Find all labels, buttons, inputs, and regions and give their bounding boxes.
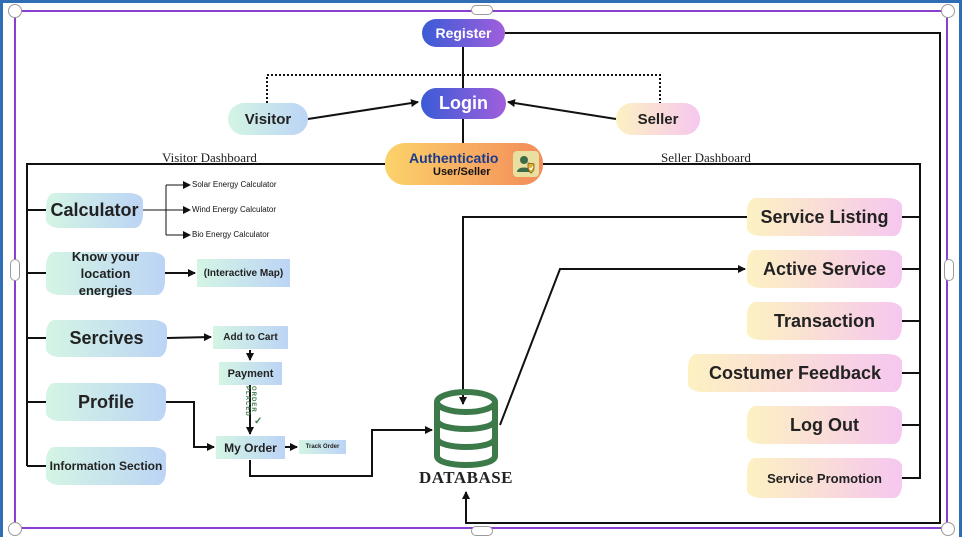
location-energies-node: Know your location energies (46, 249, 165, 298)
check-icon: ✓ (254, 416, 263, 427)
authentication-node: Authenticatio User/Seller (385, 143, 543, 185)
wind-calculator-label: Wind Energy Calculator (192, 205, 277, 214)
visitor-dashboard-label: Visitor Dashboard (162, 150, 257, 165)
resize-handle-left[interactable] (10, 259, 20, 281)
active-service-node: Active Service (747, 250, 902, 288)
payment-box: Payment (219, 362, 282, 385)
log-out-node: Log Out (747, 406, 902, 444)
interactive-map-box: (Interactive Map) (197, 259, 290, 287)
seller-node: Seller (616, 103, 700, 135)
register-node: Register (422, 19, 505, 47)
my-order-box: My Order (216, 436, 285, 459)
track-order-box: Track Order (299, 440, 346, 454)
order-placed-stamp: ORDER PLACED (244, 386, 256, 417)
service-promotion-node: Service Promotion (747, 458, 902, 498)
authentication-subtitle: User/Seller (433, 166, 491, 178)
profile-node: Profile (46, 383, 166, 421)
bio-calculator-label: Bio Energy Calculator (192, 230, 270, 239)
database-icon (432, 388, 500, 470)
visitor-node: Visitor (228, 103, 308, 135)
resize-handle-top-left[interactable] (8, 4, 22, 18)
customer-feedback-node: Costumer Feedback (688, 354, 902, 392)
service-listing-node: Service Listing (747, 198, 902, 236)
calculator-node: Calculator (46, 193, 143, 228)
authentication-title: Authenticatio (409, 150, 499, 166)
shield-user-icon (513, 151, 539, 177)
seller-dashboard-label: Seller Dashboard (661, 150, 751, 165)
resize-handle-bottom[interactable] (471, 526, 493, 536)
resize-handle-bottom-right[interactable] (941, 522, 955, 536)
resize-handle-top-right[interactable] (941, 4, 955, 18)
login-node: Login (421, 88, 506, 119)
information-section-node: Information Section (46, 447, 166, 485)
services-node: Sercives (46, 320, 167, 357)
resize-handle-bottom-left[interactable] (8, 522, 22, 536)
transaction-node: Transaction (747, 302, 902, 340)
add-to-cart-box: Add to Cart (213, 326, 288, 349)
resize-handle-top[interactable] (471, 5, 493, 15)
database-label: DATABASE (418, 468, 514, 487)
solar-calculator-label: Solar Energy Calculator (192, 180, 277, 189)
resize-handle-right[interactable] (944, 259, 954, 281)
